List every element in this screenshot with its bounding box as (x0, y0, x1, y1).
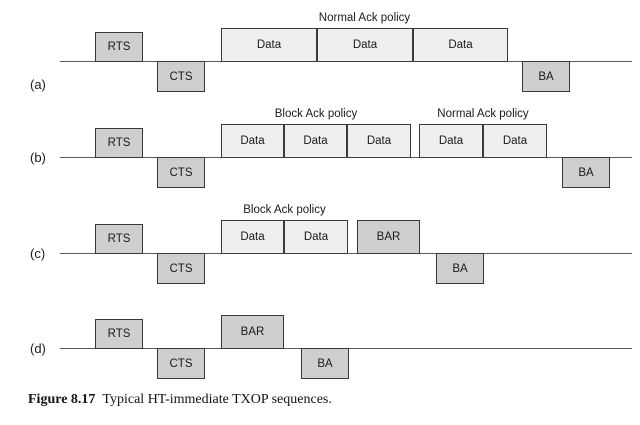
row-label-b: (b) (30, 150, 46, 165)
frame-ba: BA (436, 253, 484, 284)
frame-cts: CTS (157, 61, 205, 92)
frame-rts: RTS (95, 224, 143, 254)
figure-caption-text: Typical HT-immediate TXOP sequences. (102, 392, 332, 407)
frame-data-2: Data (284, 124, 347, 158)
frame-data-3: Data (413, 28, 508, 62)
policy-label: Block Ack policy (274, 108, 358, 120)
figure-caption-label: Figure 8.17 (28, 392, 96, 407)
frame-data-1: Data (221, 124, 284, 158)
row-label-c: (c) (30, 246, 46, 261)
frame-rts: RTS (95, 128, 143, 158)
frame-rts: RTS (95, 32, 143, 62)
frame-ba: BA (522, 61, 570, 92)
frame-ba: BA (301, 348, 349, 379)
frame-bar: BAR (221, 315, 284, 349)
policy-label: Block Ack policy (243, 204, 326, 216)
frame-data-1: Data (221, 220, 284, 254)
frame-rts: RTS (95, 319, 143, 349)
frame-data-2: Data (317, 28, 413, 62)
policy-label: Normal Ack policy (437, 108, 529, 120)
frame-cts: CTS (157, 348, 205, 379)
frame-data-5: Data (483, 124, 547, 158)
frame-bar: BAR (357, 220, 420, 254)
frame-data-4: Data (419, 124, 483, 158)
frame-data-3: Data (347, 124, 411, 158)
policy-label: Normal Ack policy (318, 12, 411, 24)
frame-ba: BA (562, 157, 610, 188)
frame-data-2: Data (284, 220, 348, 254)
figure-caption: Figure 8.17 Typical HT-immediate TXOP se… (28, 392, 332, 408)
frame-cts: CTS (157, 253, 205, 284)
frame-cts: CTS (157, 157, 205, 188)
row-label-d: (d) (30, 341, 46, 356)
row-label-a: (a) (30, 77, 46, 92)
frame-data-1: Data (221, 28, 317, 62)
